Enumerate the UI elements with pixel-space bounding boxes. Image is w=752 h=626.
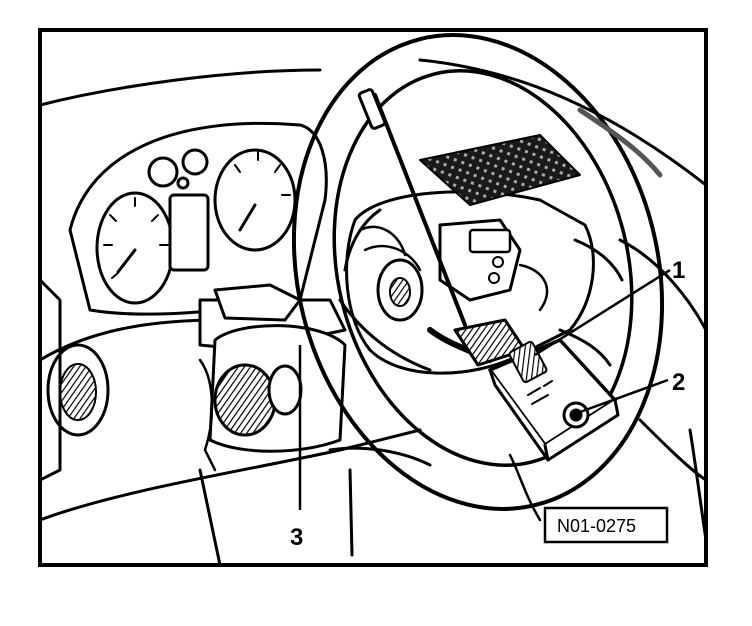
- knee-panel: [328, 446, 432, 557]
- connector-pin-b: [488, 272, 500, 284]
- dashboard-edge-right: [618, 238, 706, 482]
- tester-probe-handle: [357, 88, 387, 130]
- left-air-vent-inner: [59, 363, 97, 421]
- callout-2-label: 2: [672, 369, 685, 396]
- left-panel: [40, 278, 62, 482]
- temperature-gauge: [181, 148, 209, 176]
- center-display: [168, 193, 210, 272]
- steering-spoke-left: [338, 208, 432, 372]
- ignition-assembly: [213, 363, 277, 437]
- tachometer-dial: [213, 148, 297, 252]
- dashboard-contour: [40, 58, 706, 187]
- steering-spoke-right: [558, 238, 624, 367]
- connector-pin-a: [492, 256, 504, 268]
- dashboard-speaker-grille: [419, 134, 581, 206]
- callout-3-label: 3: [290, 524, 303, 551]
- tachometer-needle: [238, 203, 257, 232]
- fuel-gauge: [147, 156, 179, 188]
- adapter-ground-lead: [508, 453, 542, 522]
- speedometer-dial: [95, 191, 175, 305]
- hub-center-bolt-inner: [389, 277, 411, 307]
- callout-1-label: 1: [672, 257, 685, 284]
- pedal-area-edge: [198, 428, 706, 565]
- wiring-loom-left: [198, 358, 217, 472]
- column-switch-stalk: [213, 283, 302, 322]
- speedometer-ticks: [103, 197, 169, 279]
- callout-2-leader: [579, 378, 669, 414]
- hub-wiring: [358, 225, 549, 312]
- adapter-box-front: [543, 398, 620, 462]
- adapter-box-lettering: [527, 380, 553, 405]
- windscreen-defrost-vent: [577, 107, 663, 178]
- ignition-lock: [267, 364, 303, 416]
- tester-lead: [373, 93, 467, 327]
- reference-code: N01-0275: [557, 516, 636, 536]
- warning-lamp: [176, 176, 190, 190]
- tachometer-ticks: [234, 151, 291, 196]
- steering-wheel-rim-outer: [291, 33, 665, 511]
- speedometer-needle: [116, 248, 137, 274]
- reference-code-box: [543, 506, 669, 544]
- adapter-indicator-lamp: [569, 408, 583, 422]
- connector-block: [468, 228, 512, 254]
- callout-leaders: [298, 268, 671, 510]
- adapter-socket: [508, 340, 548, 384]
- callout-1-leader: [534, 268, 671, 357]
